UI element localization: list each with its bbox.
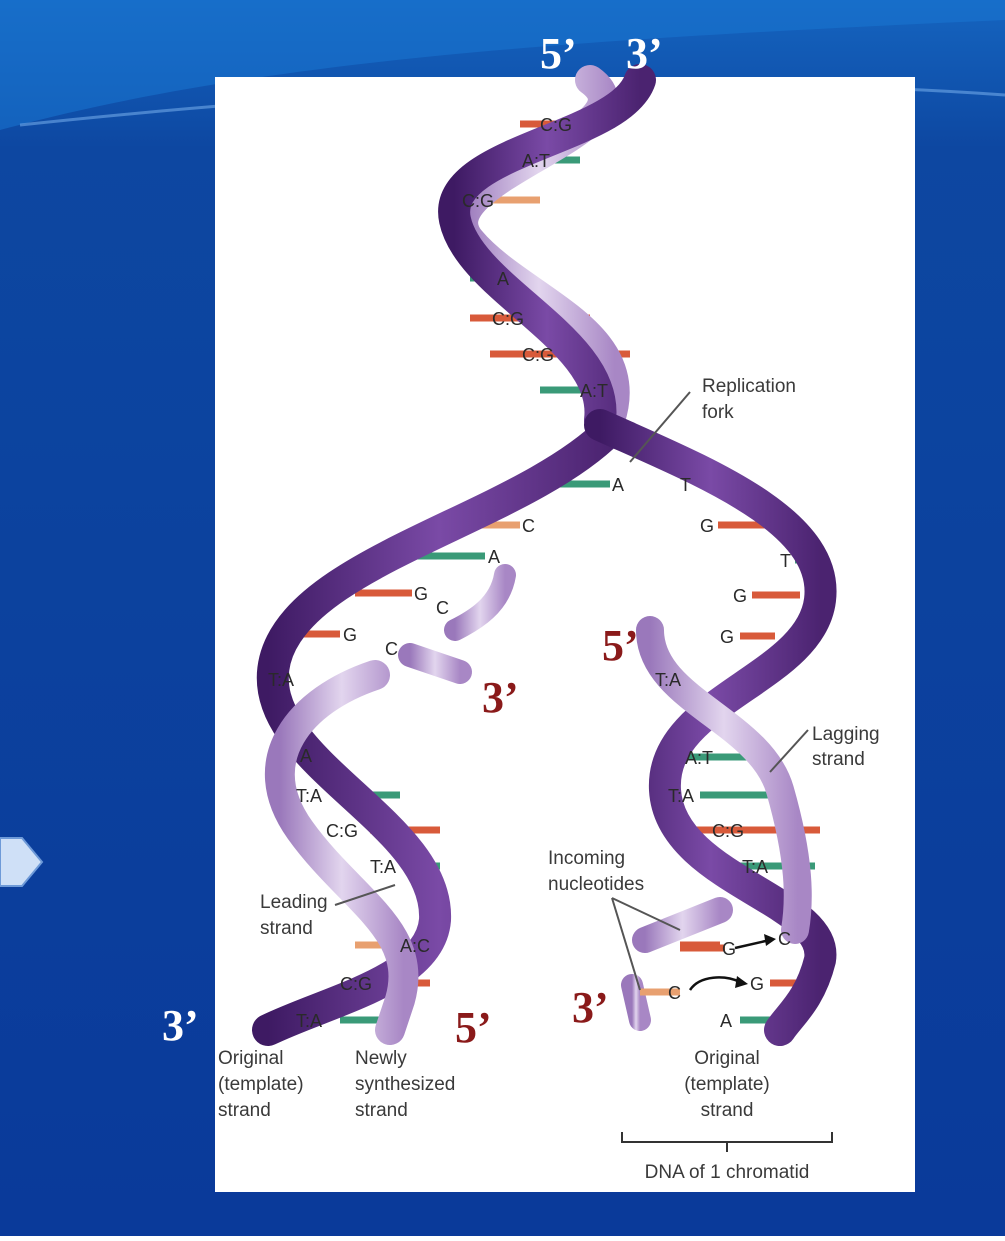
- base-pair-label: A:T: [580, 381, 608, 401]
- base-pair-label: C:G: [540, 115, 572, 135]
- original-left-label-line2: (template): [218, 1074, 304, 1095]
- incoming-nucleotides-label-line1: Incoming: [548, 848, 625, 869]
- base-pair-label: C:G: [326, 821, 358, 841]
- base-label: G: [700, 516, 714, 536]
- original-right-label-line1: Original: [694, 1048, 759, 1069]
- replication-fork-label-line1: Replication: [702, 376, 796, 397]
- base-label: A: [488, 547, 500, 567]
- original-left-label-line3: strand: [218, 1100, 271, 1121]
- end-mark-bottom-mid: 5’: [455, 1003, 492, 1052]
- base-label: G: [722, 939, 736, 959]
- base-label: G: [720, 627, 734, 647]
- end-mark-mid-left: 3’: [482, 673, 519, 722]
- base-label: C: [385, 639, 398, 659]
- base-label: C: [668, 983, 681, 1003]
- base-label: G: [733, 586, 747, 606]
- original-left-label-line1: Original: [218, 1048, 283, 1069]
- base-pair-label: C:G: [522, 345, 554, 365]
- base-label: A: [720, 1011, 732, 1031]
- base-pair-label: T:A: [296, 1011, 322, 1031]
- base-label: T: [780, 551, 791, 571]
- base-label: G: [750, 974, 764, 994]
- base-pair-label: A: [300, 746, 312, 766]
- replication-fork-label-line2: fork: [702, 402, 734, 423]
- base-pair-label: A:C: [400, 936, 430, 956]
- base-pair-label: T:A: [370, 857, 396, 877]
- end-mark-bottom-left: 3’: [162, 1001, 199, 1050]
- newly-synthesized-label-line2: synthesized: [355, 1074, 455, 1095]
- base-pair-label: C:G: [340, 974, 372, 994]
- base-pair-label: C:G: [712, 821, 744, 841]
- incoming-nucleotides-label-line2: nucleotides: [548, 874, 644, 895]
- base-label: G: [414, 584, 428, 604]
- new-fragment-2: [410, 655, 460, 672]
- newly-synthesized-label-line3: strand: [355, 1100, 408, 1121]
- base-pair-label: C:G: [492, 309, 524, 329]
- leading-strand-label-line2: strand: [260, 918, 313, 939]
- base-label: C: [522, 516, 535, 536]
- chromatid-label: DNA of 1 chromatid: [645, 1162, 810, 1183]
- lagging-strand-label-line1: Lagging: [812, 724, 880, 745]
- end-mark-top-right: 3’: [626, 29, 663, 78]
- base-pair-label: A:T: [522, 151, 550, 171]
- base-label: C: [778, 929, 791, 949]
- base-pair-label: T:A: [296, 786, 322, 806]
- end-mark-mid-right: 5’: [602, 621, 639, 670]
- newly-synthesized-label-line1: Newly: [355, 1048, 407, 1069]
- lagging-strand-label-line2: strand: [812, 749, 865, 770]
- base-pair-label: C:G: [462, 191, 494, 211]
- leading-strand-label-line1: Leading: [260, 892, 328, 913]
- base-pair-label: T:A: [742, 857, 768, 877]
- base-pair-label: A: [497, 269, 509, 289]
- base-label: G: [343, 625, 357, 645]
- end-mark-top-left: 5’: [540, 29, 577, 78]
- base-label: C: [436, 598, 449, 618]
- base-pair-label: T:A: [668, 786, 694, 806]
- base-label: T: [680, 475, 691, 495]
- base-pair-label: A:T: [685, 748, 713, 768]
- original-right-label-line3: strand: [701, 1100, 754, 1121]
- original-right-label-line2: (template): [684, 1074, 770, 1095]
- incoming-nucleotide-piece-2: [632, 985, 640, 1020]
- base-label: A: [612, 475, 624, 495]
- base-pair-label: T:A: [655, 670, 681, 690]
- end-mark-bottom-right: 3’: [572, 983, 609, 1032]
- base-pair-label: T:A: [268, 670, 294, 690]
